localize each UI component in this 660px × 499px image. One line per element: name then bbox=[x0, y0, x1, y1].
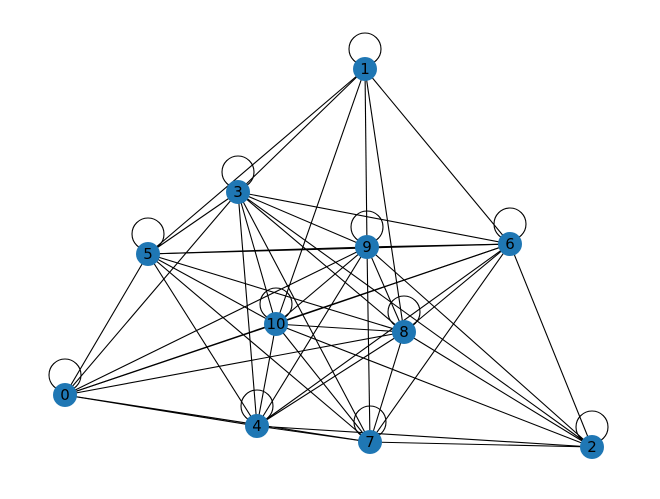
node-7: 7 bbox=[358, 430, 382, 454]
node-1: 1 bbox=[353, 57, 377, 81]
node-9: 9 bbox=[355, 235, 379, 259]
edge-8-4 bbox=[256, 331, 405, 427]
edge-8-0 bbox=[64, 331, 405, 396]
edge-9-0 bbox=[64, 246, 368, 396]
edge-3-6 bbox=[237, 191, 511, 245]
edge-9-8 bbox=[366, 246, 405, 333]
node-label-7: 7 bbox=[365, 433, 375, 451]
edge-7-2 bbox=[369, 441, 593, 448]
node-4: 4 bbox=[245, 414, 269, 438]
edge-3-9 bbox=[237, 191, 368, 248]
edge-5-8 bbox=[147, 253, 405, 333]
edge-6-8 bbox=[403, 243, 511, 333]
edge-9-7 bbox=[366, 246, 371, 443]
edge-9-4 bbox=[256, 246, 368, 427]
node-10: 10 bbox=[264, 312, 288, 336]
edge-9-10 bbox=[275, 246, 368, 325]
node-circle-1 bbox=[353, 57, 377, 81]
node-0: 0 bbox=[53, 383, 77, 407]
node-label-10: 10 bbox=[266, 315, 285, 333]
node-circle-5 bbox=[136, 242, 160, 266]
node-circle-8 bbox=[392, 320, 416, 344]
edge-3-5 bbox=[147, 191, 239, 255]
node-label-8: 8 bbox=[399, 323, 409, 341]
node-6: 6 bbox=[498, 232, 522, 256]
edge-10-4 bbox=[256, 323, 277, 427]
node-label-2: 2 bbox=[587, 438, 597, 456]
node-circle-4 bbox=[245, 414, 269, 438]
edge-5-0 bbox=[64, 253, 149, 396]
node-label-4: 4 bbox=[252, 417, 262, 435]
node-circle-9 bbox=[355, 235, 379, 259]
edge-5-4 bbox=[147, 253, 258, 427]
edge-1-6 bbox=[364, 68, 511, 245]
node-circle-3 bbox=[226, 180, 250, 204]
node-label-3: 3 bbox=[233, 183, 243, 201]
edge-3-7 bbox=[237, 191, 371, 443]
edge-10-7 bbox=[275, 323, 371, 443]
edge-10-2 bbox=[275, 323, 593, 448]
edge-10-8 bbox=[275, 323, 405, 333]
node-label-9: 9 bbox=[362, 238, 372, 256]
edge-0-7 bbox=[64, 394, 371, 443]
node-label-1: 1 bbox=[360, 60, 370, 78]
edge-5-10 bbox=[147, 253, 277, 325]
edge-4-7 bbox=[256, 425, 371, 443]
edge-3-8 bbox=[237, 191, 405, 333]
edge-1-5 bbox=[147, 68, 366, 255]
node-5: 5 bbox=[136, 242, 160, 266]
edge-9-2 bbox=[366, 246, 593, 448]
node-8: 8 bbox=[392, 320, 416, 344]
node-layer: 0 1 2 3 4 5 6 7 8 9 10 bbox=[53, 57, 604, 459]
edge-4-2 bbox=[256, 425, 593, 448]
edge-1-8 bbox=[364, 68, 405, 333]
edge-8-7 bbox=[369, 331, 405, 443]
self-loop-layer bbox=[48, 32, 609, 444]
edge-6-4 bbox=[256, 243, 511, 427]
edge-1-10 bbox=[275, 68, 366, 325]
edge-8-2 bbox=[403, 331, 593, 448]
edge-3-10 bbox=[237, 191, 277, 325]
edge-6-7 bbox=[369, 243, 511, 443]
node-circle-6 bbox=[498, 232, 522, 256]
edge-layer bbox=[64, 68, 593, 448]
node-circle-0 bbox=[53, 383, 77, 407]
edge-10-0 bbox=[64, 323, 277, 396]
node-circle-10 bbox=[264, 312, 288, 336]
edge-6-2 bbox=[509, 243, 593, 448]
node-label-0: 0 bbox=[60, 386, 70, 404]
node-label-5: 5 bbox=[143, 245, 153, 263]
node-2: 2 bbox=[580, 435, 604, 459]
edge-3-0 bbox=[64, 191, 239, 396]
node-label-6: 6 bbox=[505, 235, 515, 253]
node-3: 3 bbox=[226, 180, 250, 204]
edge-5-7 bbox=[147, 253, 371, 443]
edge-9-6 bbox=[366, 243, 511, 248]
edge-1-9 bbox=[364, 68, 368, 248]
node-circle-2 bbox=[580, 435, 604, 459]
node-circle-7 bbox=[358, 430, 382, 454]
edge-1-3 bbox=[237, 68, 366, 193]
edge-3-2 bbox=[237, 191, 593, 448]
